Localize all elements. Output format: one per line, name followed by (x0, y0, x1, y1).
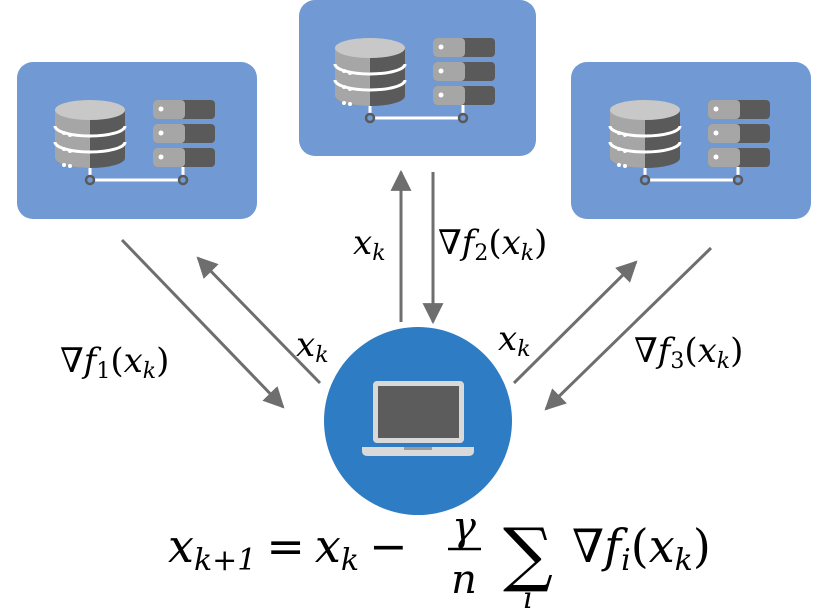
arrow-w3-to-center (544, 246, 713, 411)
formula-rhs: ∇fi(xk) (572, 519, 711, 578)
worker-2-box (299, 0, 536, 156)
central-server-node (324, 327, 512, 515)
arrow-w1-to-center (120, 238, 285, 409)
formula-sum-index: i (523, 581, 533, 614)
arrow-center-to-w3 (512, 260, 638, 385)
formula-frac-den: n (451, 557, 477, 603)
label-xk-w2: xk (353, 223, 386, 266)
label-xk-w3: xk (498, 319, 531, 362)
laptop-icon (362, 381, 474, 456)
formula-frac-num: γ (452, 504, 476, 550)
arrow-center-to-w1 (196, 256, 322, 385)
arrows (120, 169, 713, 411)
worker-1-box (17, 62, 257, 219)
label-xk-w1: xk (296, 325, 329, 368)
update-formula: xk+1=xk− γ n ∑ i ∇fi(xk) (168, 504, 711, 614)
label-grad-f1: ∇f1(xk) (60, 341, 169, 384)
worker-3-box (571, 62, 811, 219)
formula-lhs: xk+1=xk− (168, 519, 408, 578)
formula-sum: ∑ (503, 513, 553, 595)
label-grad-f3: ∇f3(xk) (634, 331, 743, 374)
label-grad-f2: ∇f2(xk) (438, 223, 547, 266)
